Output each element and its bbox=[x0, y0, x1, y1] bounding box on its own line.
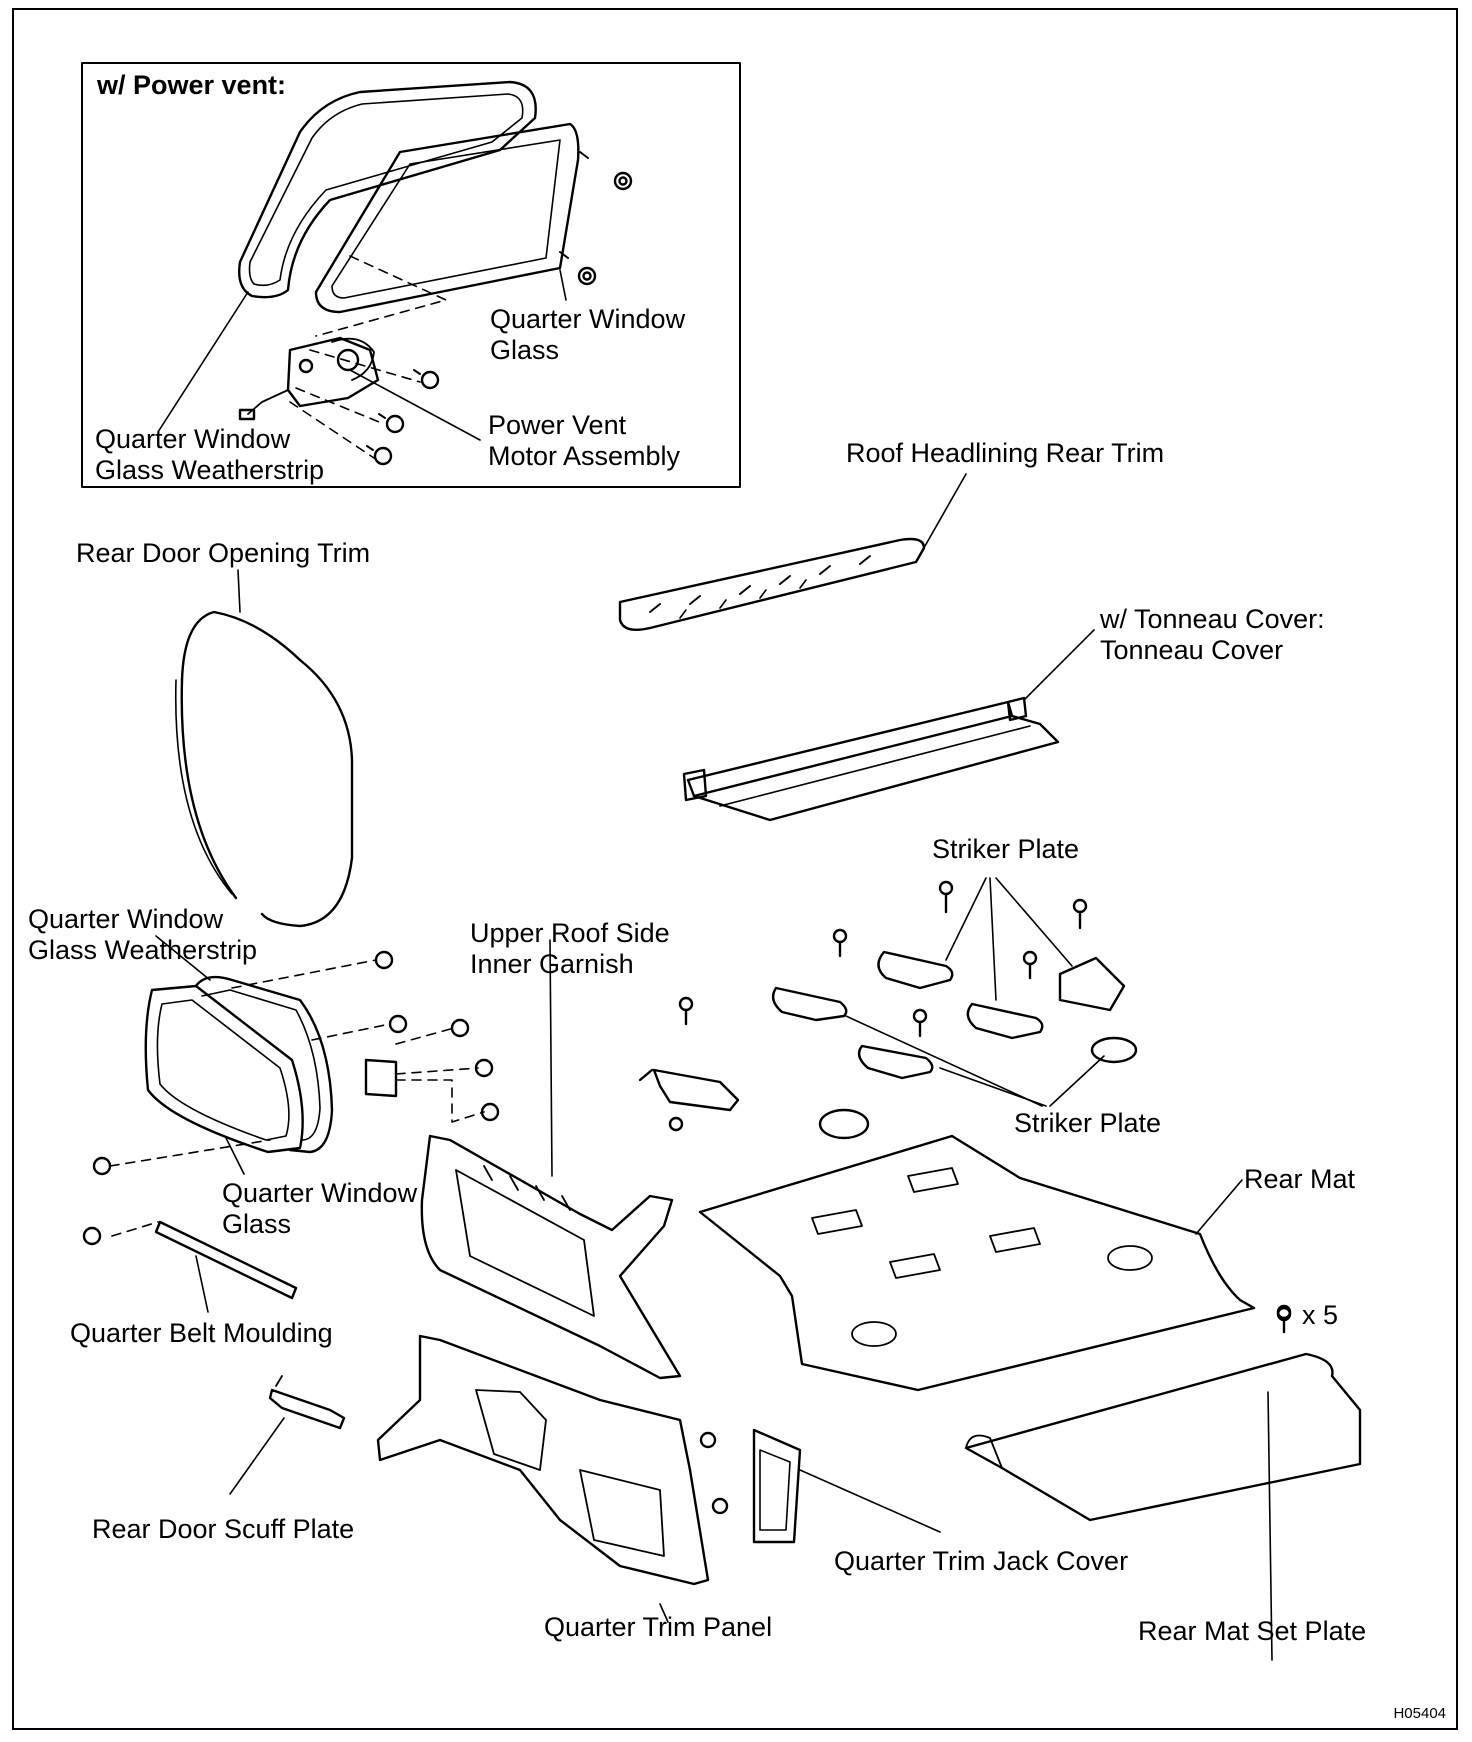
quarter-window-fasteners bbox=[92, 950, 500, 1176]
label-rear-mat: Rear Mat bbox=[1244, 1164, 1356, 1194]
inset-leader-lines bbox=[157, 269, 567, 441]
quarter-window-glass-leader bbox=[225, 1137, 245, 1175]
upper-roof-side-inner-garnish-part bbox=[420, 939, 684, 1380]
inset-weatherstrip-part bbox=[238, 80, 537, 299]
quarter-belt-moulding-part bbox=[82, 1220, 298, 1313]
inset-nuts bbox=[577, 171, 633, 286]
label-tonneau-cover: w/ Tonneau Cover: Tonneau Cover bbox=[1100, 604, 1325, 666]
bolt-x5-symbol bbox=[1276, 1306, 1292, 1334]
label-striker-plate-top: Striker Plate bbox=[932, 834, 1080, 864]
inset-label-weatherstrip-line2: Glass Weatherstrip bbox=[95, 455, 325, 485]
figure-code: H05404 bbox=[1393, 1705, 1446, 1722]
label-upper-roof-side-inner-garnish-line1: Upper Roof Side bbox=[470, 918, 670, 948]
quarter-window-dashed-guides bbox=[109, 959, 485, 1237]
quarter-trim-panel-part bbox=[376, 1334, 710, 1623]
label-quarter-window-glass: Quarter Window Glass bbox=[222, 1178, 417, 1240]
label-upper-roof-side-inner-garnish-line2: Inner Garnish bbox=[470, 949, 634, 979]
inset-label-quarter-window-glass-line1: Quarter Window bbox=[490, 304, 686, 334]
label-tonneau-cover-line1: w/ Tonneau Cover: bbox=[1100, 604, 1325, 634]
striker-leader-lines bbox=[845, 877, 1105, 1107]
inset-motor-part bbox=[238, 336, 380, 421]
label-quarter-window-glass-weatherstrip: Quarter Window Glass Weatherstrip bbox=[28, 904, 257, 966]
striker-plates-part bbox=[771, 950, 1138, 1140]
inset-label-power-vent-motor: Power Vent Motor Assembly bbox=[488, 410, 680, 472]
inset-label-power-vent-motor-line1: Power Vent bbox=[488, 410, 627, 440]
rear-mat-set-plate-part bbox=[964, 1304, 1362, 1661]
label-quarter-belt-moulding: Quarter Belt Moulding bbox=[70, 1318, 333, 1348]
label-tonneau-cover-line2: Tonneau Cover bbox=[1100, 635, 1284, 665]
tonneau-cover-part bbox=[682, 629, 1095, 822]
quarter-trim-clips bbox=[699, 1431, 729, 1515]
quarter-window-glass-main-part bbox=[144, 984, 304, 1154]
diagram-frame bbox=[12, 8, 1458, 1730]
inset-dashed-guides bbox=[289, 255, 447, 459]
label-quarter-window-glass-weatherstrip-line1: Quarter Window bbox=[28, 904, 224, 934]
quarter-trim-jack-cover-part bbox=[752, 1428, 941, 1544]
inset-quarter-glass-part bbox=[314, 122, 589, 314]
inset-bolts bbox=[366, 369, 440, 466]
label-quarter-trim-panel: Quarter Trim Panel bbox=[544, 1612, 773, 1642]
inset-label-quarter-window-glass: Quarter Window Glass bbox=[490, 304, 685, 366]
rear-door-opening-trim-part bbox=[174, 569, 354, 928]
label-quarter-window-glass-weatherstrip-line2: Glass Weatherstrip bbox=[28, 935, 258, 965]
quarter-bracket-part bbox=[638, 1068, 740, 1112]
label-rear-door-scuff-plate: Rear Door Scuff Plate bbox=[92, 1514, 355, 1544]
label-roof-headlining-rear-trim: Roof Headlining Rear Trim bbox=[846, 438, 1165, 468]
label-rear-mat-set-plate: Rear Mat Set Plate bbox=[1138, 1616, 1367, 1646]
power-vent-inset-box bbox=[81, 62, 741, 488]
inset-label-weatherstrip-line1: Quarter Window bbox=[95, 424, 291, 454]
label-quarter-window-glass-line1: Quarter Window bbox=[222, 1178, 418, 1208]
striker-screws bbox=[678, 880, 1088, 1038]
label-striker-plate-bottom: Striker Plate bbox=[1014, 1108, 1162, 1138]
rear-mat-part bbox=[698, 1134, 1256, 1392]
quarter-window-weatherstrip-main-part bbox=[155, 935, 334, 1154]
label-quarter-trim-jack-cover: Quarter Trim Jack Cover bbox=[834, 1546, 1129, 1576]
inset-label-power-vent-motor-line2: Motor Assembly bbox=[488, 441, 681, 471]
inset-title: w/ Power vent: bbox=[97, 70, 287, 100]
roof-headlining-rear-trim-part bbox=[618, 473, 967, 631]
label-bolt-count: x 5 bbox=[1302, 1300, 1339, 1330]
inset-label-weatherstrip: Quarter Window Glass Weatherstrip bbox=[95, 424, 324, 486]
label-quarter-window-glass-line2: Glass bbox=[222, 1209, 292, 1239]
label-rear-door-opening-trim: Rear Door Opening Trim bbox=[76, 538, 371, 568]
rear-door-scuff-plate-part bbox=[229, 1375, 346, 1495]
label-upper-roof-side-inner-garnish: Upper Roof Side Inner Garnish bbox=[470, 918, 670, 980]
inset-label-quarter-window-glass-line2: Glass bbox=[490, 335, 560, 365]
